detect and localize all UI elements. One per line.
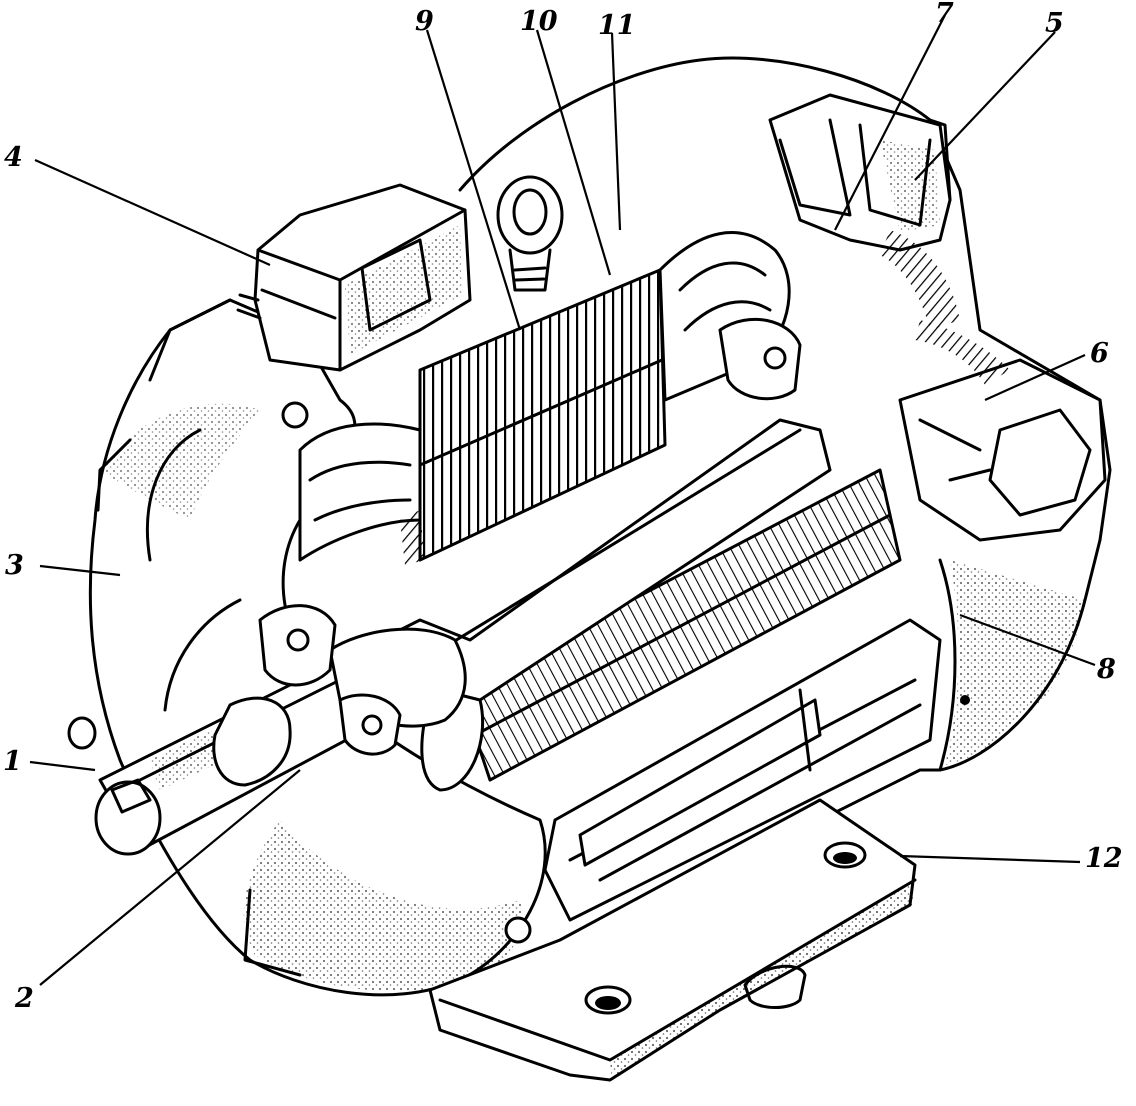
label-11: 11 [598, 10, 636, 41]
housing-lower [543, 618, 970, 922]
leader-2 [39, 769, 301, 986]
lifting-eye-bolt [496, 175, 564, 292]
stator-core [418, 268, 667, 562]
terminal-box [236, 183, 472, 372]
leader-6 [984, 353, 1086, 402]
leader-lines [29, 14, 1096, 986]
front-end-shield [67, 298, 547, 997]
label-2: 2 [15, 983, 34, 1014]
label-4: 4 [4, 142, 23, 173]
label-9: 9 [415, 6, 434, 37]
stator-housing [458, 56, 1112, 832]
rear-bearing [718, 317, 802, 401]
leader-1 [29, 760, 96, 772]
leader-12 [899, 854, 1081, 864]
leader-4 [34, 158, 271, 267]
leader-9 [425, 29, 522, 331]
label-1: 1 [3, 746, 22, 777]
leader-3 [39, 564, 121, 577]
label-10: 10 [520, 6, 558, 37]
rotor-core [420, 468, 902, 792]
leader-5 [914, 31, 1056, 181]
leader-11 [610, 32, 622, 231]
label-3: 3 [5, 550, 24, 581]
fan [898, 320, 1107, 542]
mounting-foot [428, 798, 917, 1082]
leader-7 [834, 14, 946, 231]
label-6: 6 [1090, 338, 1109, 369]
label-8: 8 [1097, 654, 1116, 685]
leader-8 [959, 613, 1096, 667]
leader-10 [535, 29, 612, 276]
stator-winding-front [298, 422, 425, 565]
label-5: 5 [1045, 8, 1064, 39]
label-12: 12 [1085, 843, 1123, 874]
label-7: 7 [935, 0, 954, 29]
shaft [94, 418, 832, 856]
front-bearing [258, 604, 402, 756]
fan-cover [768, 93, 960, 330]
